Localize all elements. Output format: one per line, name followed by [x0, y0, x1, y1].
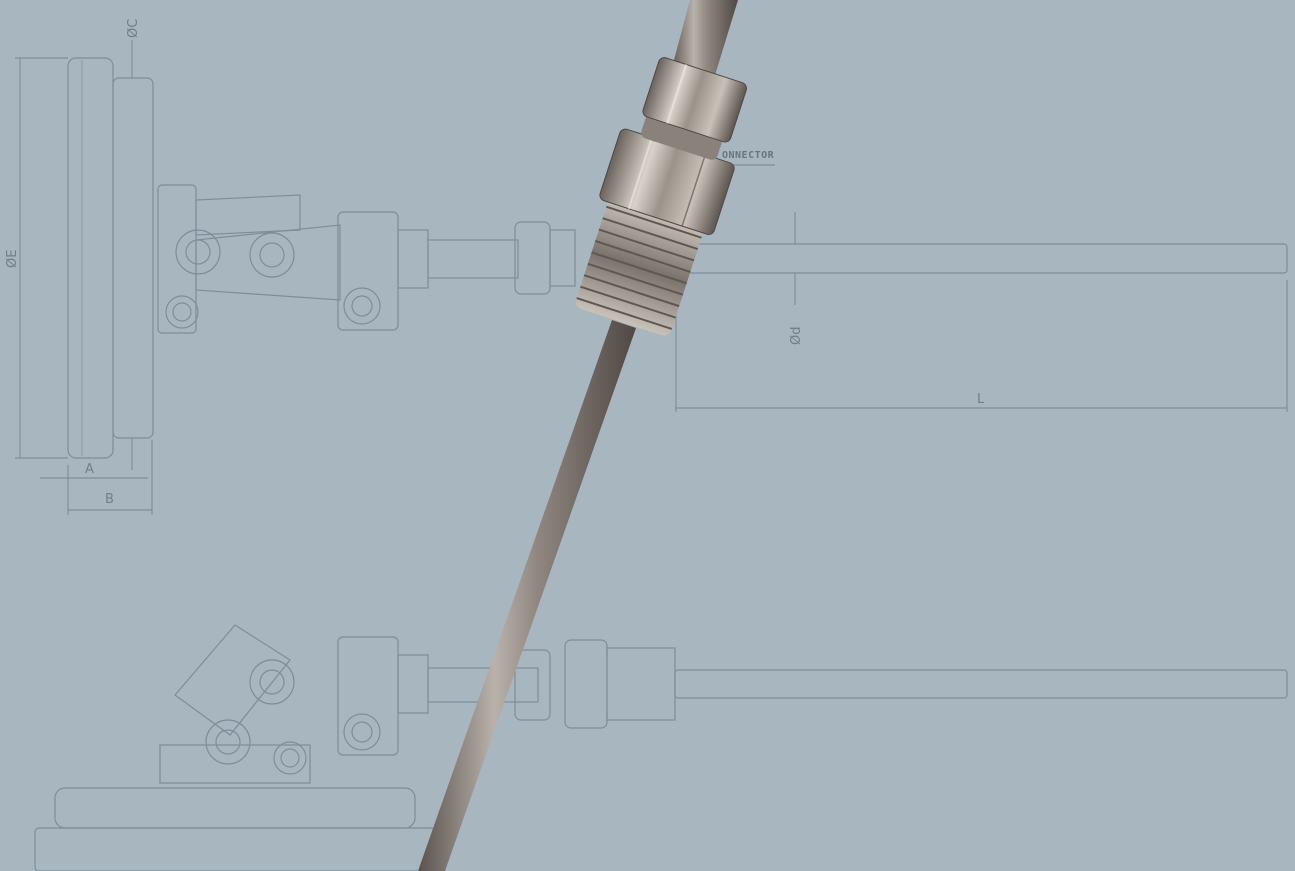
- dia-c-label: ØC: [126, 19, 141, 38]
- dia-e-label: ØE: [5, 250, 20, 268]
- connector-label: ONNECTOR: [722, 150, 775, 161]
- dim-a-label: A: [85, 462, 94, 477]
- dim-l-label: L: [977, 392, 985, 407]
- top-view-drawing: [34, 624, 1288, 871]
- probe-render: [418, 0, 747, 871]
- dim-b-label: B: [105, 492, 114, 507]
- dia-d-label: Ød: [789, 327, 804, 345]
